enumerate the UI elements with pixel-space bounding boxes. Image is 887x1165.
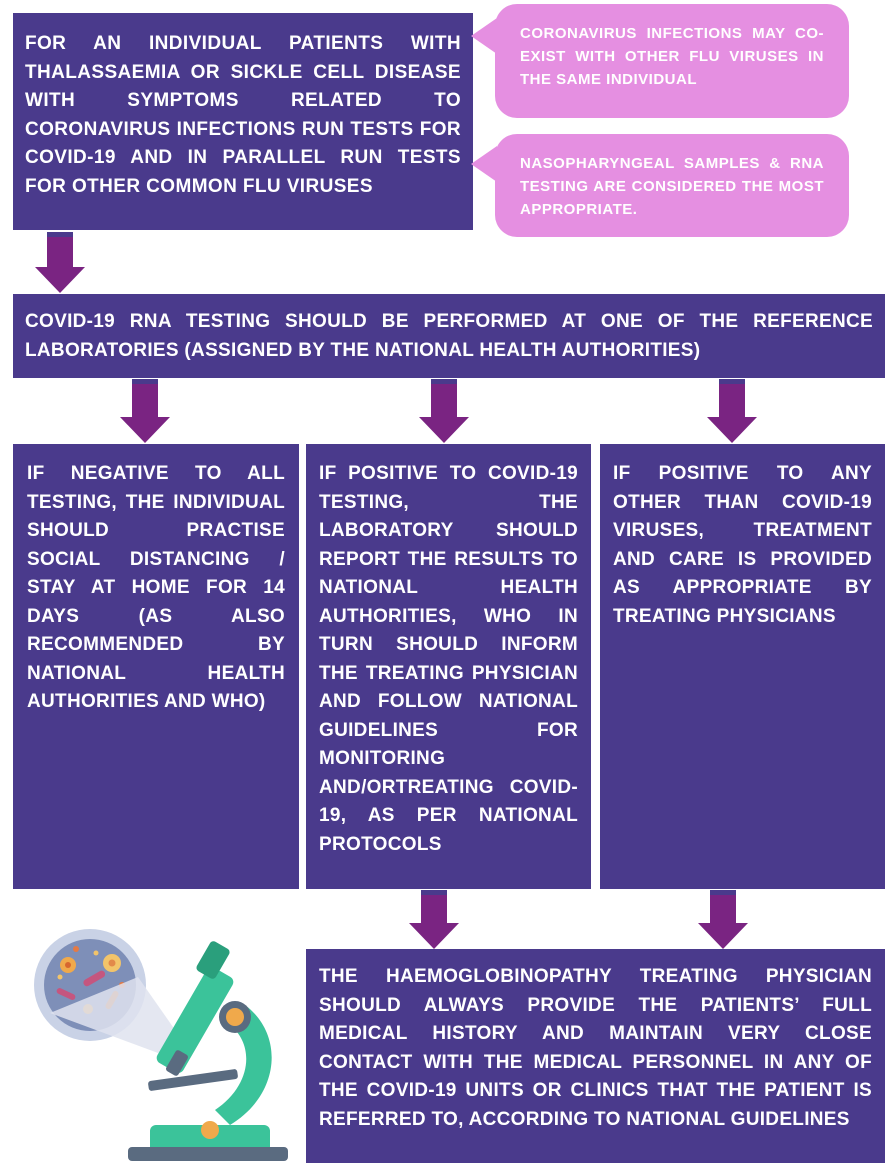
positive-other-box: IF POSITIVE TO ANY OTHER THAN COVID-19 V… xyxy=(600,444,885,889)
negative-result-text: IF NEGATIVE TO ALL TESTING, THE INDIVIDU… xyxy=(27,463,285,712)
microscope-icon xyxy=(34,929,288,1161)
coexist-note-bubble: CORONAVIRUS INFECTIONS MAY CO-EXIST WITH… xyxy=(471,4,849,118)
rna-testing-text: COVID-19 RNA TESTING SHOULD BE PERFORMED… xyxy=(25,311,873,361)
samples-note-bubble: NASOPHARYNGEAL SAMPLES & RNA TESTING ARE… xyxy=(471,134,849,237)
down-arrow-2 xyxy=(120,379,170,443)
bubble-tail xyxy=(471,18,497,54)
down-arrow-1 xyxy=(35,232,85,293)
down-arrow-4 xyxy=(707,379,757,443)
final-instruction-text: THE HAEMOGLOBINOPATHY TREATING PHYSICIAN… xyxy=(319,966,872,1130)
down-arrow-6 xyxy=(698,890,748,949)
samples-note-text: NASOPHARYNGEAL SAMPLES & RNA TESTING ARE… xyxy=(520,155,824,218)
positive-covid-box: IF POSITIVE TO COVID-19 TESTING, THE LAB… xyxy=(306,444,591,889)
final-instruction-box: THE HAEMOGLOBINOPATHY TREATING PHYSICIAN… xyxy=(306,949,885,1163)
coexist-note-text: CORONAVIRUS INFECTIONS MAY CO-EXIST WITH… xyxy=(520,25,824,88)
initial-testing-box: FOR AN INDIVIDUAL PATIENTS WITH THALASSA… xyxy=(13,13,473,230)
negative-result-box: IF NEGATIVE TO ALL TESTING, THE INDIVIDU… xyxy=(13,444,299,889)
positive-other-text: IF POSITIVE TO ANY OTHER THAN COVID-19 V… xyxy=(613,463,872,627)
positive-covid-text: IF POSITIVE TO COVID-19 TESTING, THE LAB… xyxy=(319,463,578,855)
down-arrow-5 xyxy=(409,890,459,949)
rna-testing-box: COVID-19 RNA TESTING SHOULD BE PERFORMED… xyxy=(13,294,885,378)
down-arrow-3 xyxy=(419,379,469,443)
bubble-tail xyxy=(471,146,497,182)
initial-testing-text: FOR AN INDIVIDUAL PATIENTS WITH THALASSA… xyxy=(25,33,461,197)
